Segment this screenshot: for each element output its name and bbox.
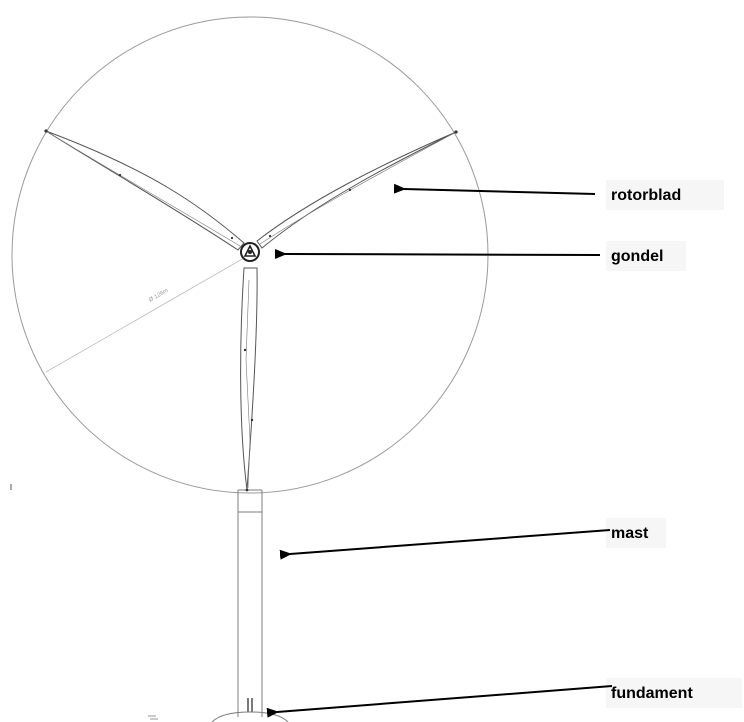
rotor-blade-left: [45, 130, 245, 251]
rotor-blade-right: [256, 131, 457, 249]
label-bg-fundament: [606, 678, 742, 708]
label-mast: mast: [611, 525, 649, 542]
arrow-gondel: [274, 248, 601, 259]
label-bg-rotorblad: [606, 180, 724, 210]
label-bg-mast: [606, 518, 666, 548]
hub-nacelle: [240, 242, 260, 262]
arrow-fundament: [266, 685, 613, 718]
arrow-mast: [279, 529, 611, 560]
label-gondel: gondel: [611, 248, 663, 265]
label-rotorblad: rotorblad: [611, 187, 681, 204]
rotor-blade-down: [240, 267, 258, 491]
diameter-note: Ø 126m: [148, 288, 169, 304]
diameter-dimension-line: [45, 257, 245, 373]
label-fundament: fundament: [611, 685, 693, 702]
label-bg-gondel: [606, 241, 686, 271]
foundation: [148, 711, 289, 722]
arrow-rotorblad: [393, 183, 596, 195]
tower: [237, 489, 263, 717]
